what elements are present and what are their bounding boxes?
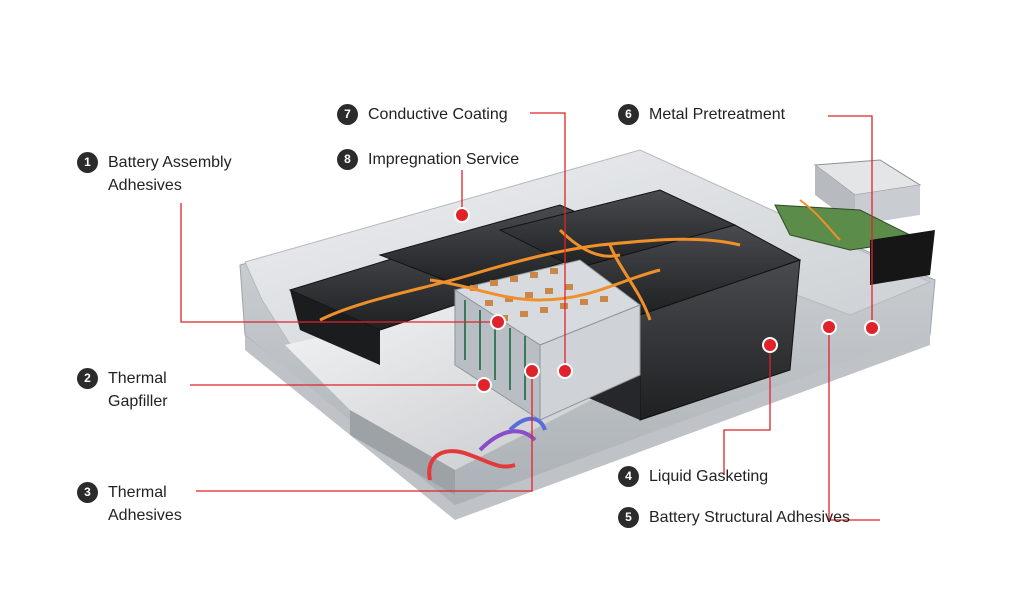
callout-6: 6 Metal Pretreatment [618, 103, 785, 126]
callout-4: 4 Liquid Gasketing [618, 465, 768, 488]
callout-1-line-1: Battery Assembly [108, 154, 232, 171]
callout-3-number: 3 [77, 482, 98, 503]
callout-8: 8 Impregnation Service [337, 148, 519, 171]
marker-8 [454, 207, 470, 223]
callout-3-line-2: Adhesives [108, 507, 182, 524]
callout-markers [454, 207, 880, 393]
callout-2-line-1: Thermal [108, 370, 167, 387]
callout-8-number: 8 [337, 149, 358, 170]
marker-1 [490, 314, 506, 330]
callout-4-line-1: Liquid Gasketing [649, 468, 769, 485]
callout-1-number: 1 [77, 152, 98, 173]
callout-3-line-1: Thermal [108, 484, 167, 501]
callout-8-line-1: Impregnation Service [368, 151, 520, 168]
electronics-unit [774, 159, 935, 285]
marker-6 [864, 320, 880, 336]
callout-7-number: 7 [337, 104, 358, 125]
callout-5: 5 Battery Structural Adhesives [618, 506, 850, 529]
callout-2-line-2: Gapfiller [108, 393, 168, 410]
callout-5-line-1: Battery Structural Adhesives [649, 509, 850, 526]
marker-3 [524, 363, 540, 379]
callout-5-number: 5 [618, 507, 639, 528]
callout-6-line-1: Metal Pretreatment [649, 106, 786, 123]
callout-7: 7 Conductive Coating [337, 103, 508, 126]
callout-2: 2 Thermal Gapfiller [77, 367, 168, 413]
callout-3: 3 Thermal Adhesives [77, 481, 182, 527]
marker-7 [557, 363, 573, 379]
callout-6-number: 6 [618, 104, 639, 125]
callout-7-line-1: Conductive Coating [368, 106, 508, 123]
thermal-pipes [427, 416, 547, 481]
callout-1: 1 Battery Assembly Adhesives [77, 151, 232, 197]
callout-1-line-2: Adhesives [108, 177, 182, 194]
marker-5 [821, 319, 837, 335]
callout-4-number: 4 [618, 466, 639, 487]
marker-2 [476, 377, 492, 393]
cooling-tubes [319, 228, 741, 322]
marker-4 [762, 337, 778, 353]
callout-2-number: 2 [77, 368, 98, 389]
